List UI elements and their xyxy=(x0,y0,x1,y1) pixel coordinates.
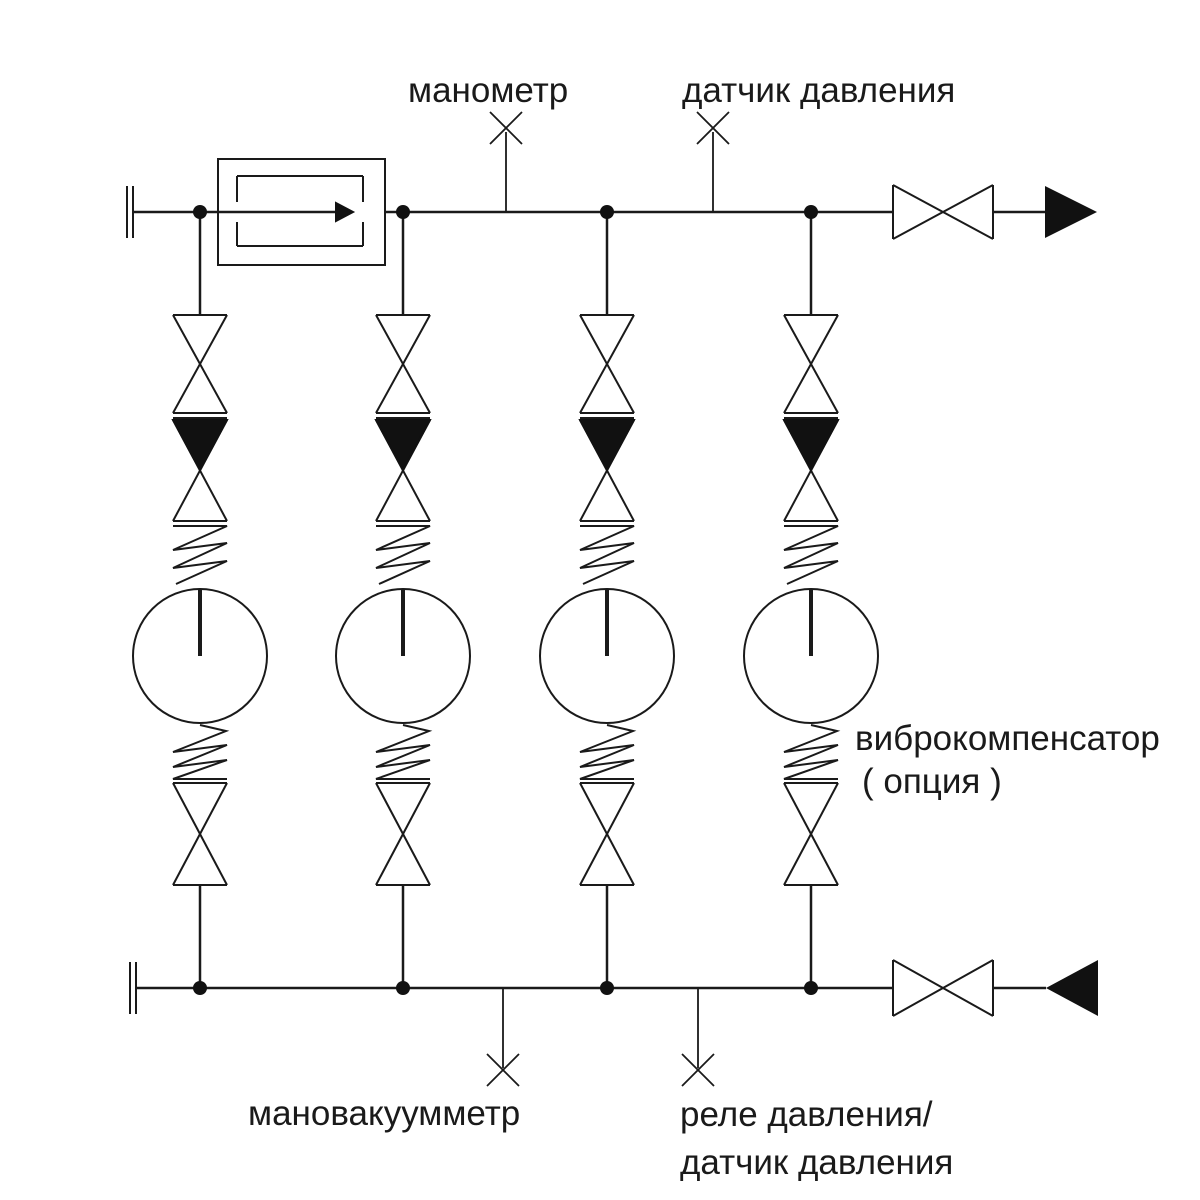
junction-dot xyxy=(396,981,410,995)
manovacuummeter-tap-icon xyxy=(486,989,520,1087)
label-vibration-compensator-note: ( опция ) xyxy=(862,762,1002,801)
junction-dot xyxy=(193,981,207,995)
inline-device-icon xyxy=(217,158,386,266)
pump-branch-3 xyxy=(538,210,676,990)
pump-branch-4 xyxy=(742,210,880,990)
junction-dot xyxy=(396,205,410,219)
label-pressure-relay-line1: реле давления/ xyxy=(680,1095,933,1134)
pressure-relay-tap-icon xyxy=(681,989,715,1087)
pressure-sensor-tap-icon xyxy=(696,111,730,212)
discharge-shutoff-valve-icon xyxy=(892,184,994,240)
junction-dot xyxy=(600,981,614,995)
junction-dot xyxy=(193,205,207,219)
junction-dot xyxy=(804,205,818,219)
junction-dot xyxy=(600,205,614,219)
manometer-tap-icon xyxy=(489,111,523,212)
discharge-flow-arrow-icon xyxy=(1045,186,1097,238)
pump-branch-2 xyxy=(334,210,472,990)
flow-arrow-icon xyxy=(335,201,356,223)
pump-branch-1 xyxy=(131,210,269,990)
label-pressure-relay-line2: датчик давления xyxy=(680,1143,954,1182)
label-manovacuummeter: мановакуумметр xyxy=(248,1094,521,1133)
suction-flow-arrow-icon xyxy=(1046,960,1098,1016)
label-pressure-sensor-top: датчик давления xyxy=(682,71,956,110)
label-vibration-compensator: виброкомпенсатор xyxy=(855,719,1160,758)
junction-dots xyxy=(193,205,818,995)
pipe-end-cap-bottom-icon xyxy=(129,962,137,1014)
suction-shutoff-valve-icon xyxy=(892,959,994,1017)
junction-dot xyxy=(804,981,818,995)
pipe-end-cap-top-icon xyxy=(126,186,134,238)
label-manometer: манометр xyxy=(408,71,569,110)
suction-manifold xyxy=(129,962,1046,1014)
